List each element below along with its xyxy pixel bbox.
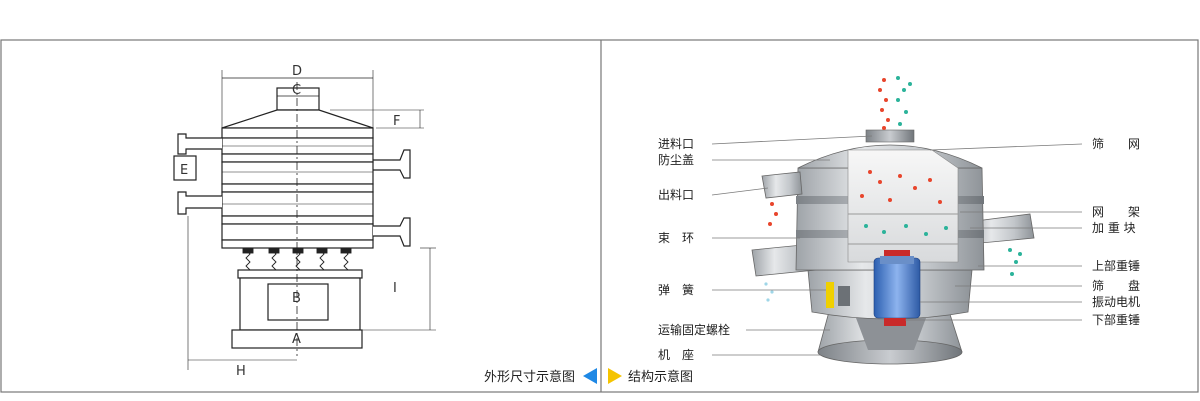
dim-E: E	[180, 163, 188, 178]
caption-structure-drawing: 结构示意图	[628, 369, 693, 385]
label-transport-bolt: 运输固定螺栓	[658, 322, 730, 337]
dimension-drawing	[173, 70, 436, 370]
outer-frame	[0, 39, 1199, 393]
label-feed-inlet: 进料口	[658, 137, 694, 151]
leader-lines	[711, 135, 1083, 356]
dim-I: I	[393, 281, 397, 296]
label-lower-weight: 下部重锤	[1092, 312, 1140, 327]
structure-drawing	[751, 129, 1035, 365]
dim-A: A	[292, 332, 301, 347]
arrow-right-icon	[608, 368, 622, 384]
particles	[764, 76, 1022, 302]
label-vibration-motor: 振动电机	[1092, 295, 1140, 309]
label-upper-weight: 上部重锤	[1092, 258, 1140, 273]
label-screen-tray: 筛 盘	[1092, 278, 1140, 293]
label-mesh-frame: 网 架	[1092, 205, 1140, 219]
label-dust-cover: 防尘盖	[658, 152, 694, 167]
dim-H: H	[236, 364, 246, 379]
label-weight-block: 加 重 块	[1092, 221, 1136, 235]
label-spring: 弹 簧	[658, 282, 694, 297]
arrow-left-icon	[583, 368, 597, 384]
label-outlet: 出料口	[658, 188, 694, 202]
caption-dimension-drawing: 外形尺寸示意图	[484, 369, 575, 385]
dim-C: C	[292, 83, 301, 98]
label-screen-mesh: 筛 网	[1092, 136, 1140, 151]
dim-D: D	[292, 64, 302, 79]
dim-F: F	[393, 114, 400, 129]
dim-B: B	[292, 291, 301, 306]
vibration-motor	[873, 257, 921, 319]
label-clamp-ring: 束 环	[658, 231, 694, 245]
transport-bolt	[826, 282, 834, 308]
label-base: 机 座	[658, 347, 694, 362]
